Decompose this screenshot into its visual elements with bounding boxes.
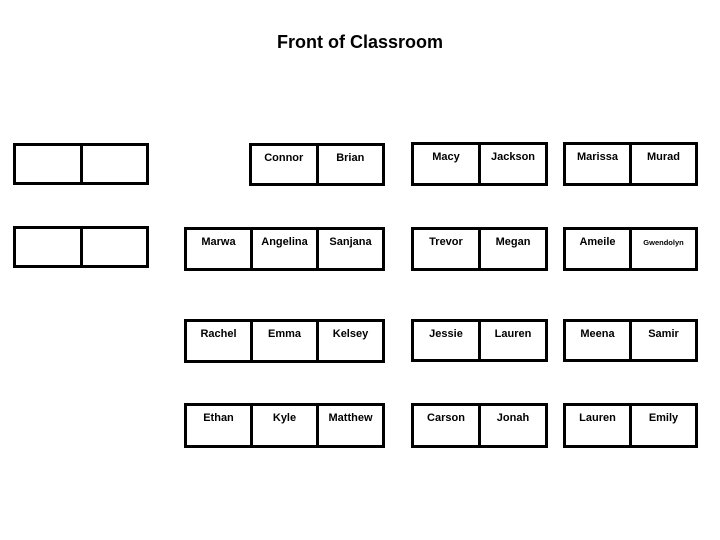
seat-cell: Brian bbox=[336, 152, 365, 164]
seat-cell: Meena bbox=[566, 322, 632, 359]
seat-cell-empty bbox=[16, 229, 83, 265]
seat-cell: Macy bbox=[414, 145, 481, 183]
seat-cell-empty bbox=[83, 146, 147, 182]
desk: Carson Jonah bbox=[411, 403, 548, 448]
seat-cell: Marwa bbox=[187, 230, 253, 268]
seat-cell: Connor bbox=[252, 146, 319, 183]
seat-cell: Murad bbox=[647, 151, 680, 163]
seat-cell: Kyle bbox=[253, 406, 319, 445]
seat-cell: Jonah bbox=[496, 412, 530, 424]
seat-cell: Gwendolyn bbox=[643, 238, 684, 247]
seat-cell: Jessie bbox=[414, 322, 481, 359]
seat-cell: Angelina bbox=[253, 230, 319, 268]
desk: Lauren Emily bbox=[563, 403, 698, 448]
seat-cell: Lauren bbox=[494, 328, 532, 340]
desk bbox=[13, 226, 149, 268]
seat-cell: Ameile bbox=[566, 230, 632, 268]
desk: Meena Samir bbox=[563, 319, 698, 362]
desk: Ameile Gwendolyn bbox=[563, 227, 698, 271]
seat-cell: Sanjana bbox=[329, 236, 372, 248]
page-title: Front of Classroom bbox=[276, 32, 443, 52]
seat-cell: Emily bbox=[648, 412, 679, 424]
seat-cell: Jackson bbox=[490, 151, 536, 163]
desk bbox=[13, 143, 149, 185]
seat-cell: Kelsey bbox=[332, 328, 369, 340]
seat-cell: Megan bbox=[495, 236, 531, 248]
seat-cell: Marissa bbox=[566, 145, 632, 183]
seat-cell: Emma bbox=[253, 322, 319, 360]
seat-cell-empty bbox=[16, 146, 83, 182]
seat-cell: Rachel bbox=[187, 322, 253, 360]
desk: Connor Brian bbox=[249, 143, 385, 186]
desk: Marissa Murad bbox=[563, 142, 698, 186]
desk: Macy Jackson bbox=[411, 142, 548, 186]
desk: Jessie Lauren bbox=[411, 319, 548, 362]
seat-cell: Samir bbox=[648, 328, 679, 340]
seat-cell: Trevor bbox=[414, 230, 481, 268]
seat-cell: Ethan bbox=[187, 406, 253, 445]
seat-cell: Lauren bbox=[566, 406, 632, 445]
desk: Trevor Megan bbox=[411, 227, 548, 271]
seat-cell: Carson bbox=[414, 406, 481, 445]
seat-cell-empty bbox=[83, 229, 147, 265]
seat-cell: Matthew bbox=[328, 412, 373, 424]
